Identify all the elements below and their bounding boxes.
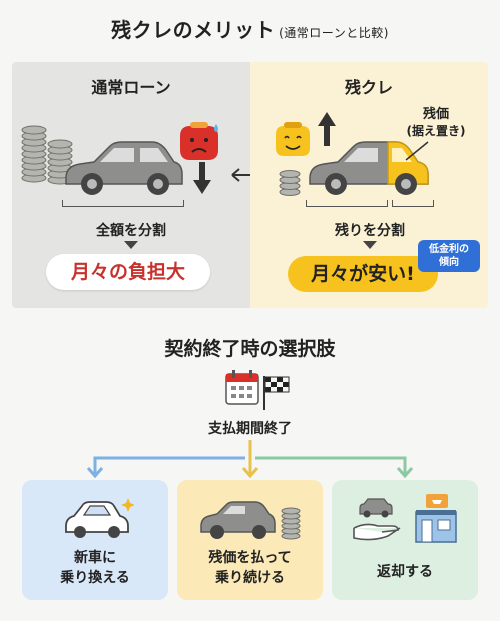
coin-stack-icon	[21, 125, 73, 185]
left-result: 月々の負担大	[46, 254, 210, 290]
right-brace-residual	[392, 200, 434, 207]
residual-pointer	[405, 141, 429, 161]
coin-stack-icon	[279, 170, 301, 196]
shop-icon	[415, 494, 457, 543]
car-icon	[200, 501, 301, 540]
arrow-down-icon	[193, 162, 211, 194]
left-brace	[62, 200, 184, 207]
option-keep-car-line2: 乗り続ける	[215, 570, 285, 586]
left-split-label: 全額を分割	[96, 223, 166, 239]
residual-label-line2: (据え置き)	[406, 124, 466, 138]
car-icon	[65, 141, 183, 195]
badge-line1: 低金利の	[429, 244, 469, 255]
option-return-caption: 返却する	[332, 562, 478, 582]
left-down-marker	[124, 241, 138, 249]
contract-end-label: 支払期間終了	[208, 421, 292, 437]
sparkle-car-icon	[65, 498, 134, 538]
right-down-marker	[363, 241, 377, 249]
zankure-heading: 残クレ	[344, 78, 393, 97]
hand-car-icon	[353, 498, 401, 541]
option-new-car-line2: 乗り換える	[60, 570, 130, 586]
sad-wallet-icon	[180, 122, 218, 160]
option-new-car-caption: 新車に 乗り換える	[22, 548, 168, 588]
normal-loan-heading: 通常ローン	[91, 78, 171, 97]
car-icon	[309, 141, 429, 195]
option-keep-car-caption: 残価を払って 乗り続ける	[177, 548, 323, 588]
right-result: 月々が安い!	[288, 256, 438, 292]
option-keep-car: 残価を払って 乗り続ける	[177, 480, 323, 600]
title-main: 残クレのメリット	[111, 18, 276, 42]
title-sub: (通常ローンと比較)	[279, 26, 389, 40]
happy-wallet-icon	[276, 122, 310, 156]
option-new-car-line1: 新車に	[74, 550, 116, 566]
badge-line2: 傾向	[439, 257, 459, 268]
calendar-icon	[225, 370, 259, 405]
right-split-label: 残りを分割	[335, 223, 405, 239]
option-return-line1: 返却する	[377, 564, 433, 580]
checkered-flag-icon	[263, 376, 290, 410]
residual-label: 残価 (据え置き)	[396, 106, 476, 140]
arrow-up-icon	[318, 112, 336, 146]
branch-arrows	[86, 440, 414, 479]
page-title: 残クレのメリット(通常ローンと比較)	[0, 14, 500, 43]
section2-title: 契約終了時の選択肢	[164, 338, 336, 360]
right-brace-split	[306, 200, 388, 207]
option-new-car: 新車に 乗り換える	[22, 480, 168, 600]
residual-label-line1: 残価	[422, 107, 449, 122]
option-keep-car-line1: 残価を払って	[208, 550, 292, 566]
low-interest-badge: 低金利の 傾向	[418, 240, 480, 272]
option-return: 返却する	[332, 480, 478, 600]
